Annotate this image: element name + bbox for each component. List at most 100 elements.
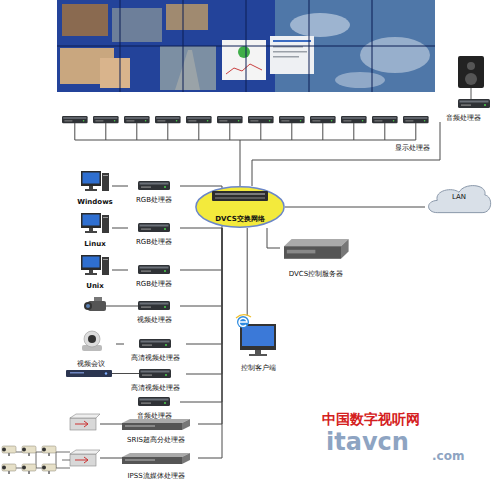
processor-icon	[138, 265, 170, 274]
video-wall	[166, 4, 208, 30]
connector-line	[198, 228, 222, 458]
video-processor: 视频处理器	[128, 300, 180, 324]
server-icon	[122, 419, 190, 430]
rgb-processor: RGB处理器	[128, 222, 180, 246]
video-wall	[60, 48, 114, 84]
video-wall	[57, 0, 435, 92]
video-wall	[360, 37, 430, 73]
display-bus-wire	[75, 140, 416, 152]
computer: Unix	[78, 254, 112, 290]
hd-video-processor: 高清视频处理器	[124, 338, 186, 362]
connector-line	[186, 228, 222, 344]
watermark-text: itavcn	[326, 430, 409, 454]
node-label: 显示处理器	[395, 144, 430, 152]
connector-line	[267, 228, 280, 248]
node-label: 视频处理器	[137, 316, 172, 324]
connector-line	[247, 228, 248, 316]
processor-icon	[138, 301, 170, 310]
video-wire	[112, 373, 139, 374]
processor-icon	[138, 397, 170, 406]
switch-icon	[212, 191, 268, 201]
connector-line	[112, 228, 128, 229]
speaker	[458, 56, 484, 99]
signal-wire	[100, 458, 122, 459]
device-icon	[458, 99, 490, 108]
node-label: SRIS超高分处理器	[127, 436, 185, 444]
processor-icon	[139, 369, 171, 378]
node-label: 高清视频处理器	[131, 384, 180, 392]
watermark-text: .com	[432, 450, 464, 462]
conference-camera-icon	[82, 331, 102, 351]
connector-line	[252, 122, 440, 186]
display-processor-icons	[93, 116, 119, 123]
computer-icon	[81, 255, 109, 275]
client-computer-icon	[236, 315, 251, 318]
video-wall	[273, 56, 299, 58]
video-wall	[222, 40, 266, 80]
router-icon	[70, 450, 100, 466]
node-label: Unix	[86, 282, 104, 290]
video-wall	[273, 51, 307, 53]
connector-line	[116, 344, 124, 345]
client-computer-icon	[239, 318, 247, 326]
router-icon	[70, 414, 100, 430]
display-processor-icons	[217, 116, 243, 123]
ip-camera-wires	[16, 452, 70, 468]
client-computer-icon	[255, 350, 261, 354]
video-wall	[290, 13, 350, 37]
display-processor-icons	[403, 116, 429, 123]
display-processor-row: 显示处理器	[58, 112, 430, 152]
connector-line	[186, 228, 222, 374]
computer-icon	[81, 213, 109, 233]
node-label: DVCS交换网络	[215, 215, 265, 223]
control-server: DVCS控制服务器	[280, 236, 352, 278]
video-wall	[160, 46, 216, 90]
processor-icon	[138, 223, 170, 232]
connector-line	[180, 228, 222, 229]
node-label: 视频会议	[77, 360, 105, 368]
computer: Linux	[78, 212, 112, 248]
ellipse-shape	[196, 187, 284, 227]
rgb-processor: RGB处理器	[128, 264, 180, 288]
display-processor-icons	[279, 116, 305, 123]
node-label: 控制客户端	[241, 364, 276, 372]
client-computer-icon	[236, 315, 276, 356]
video-wall	[57, 0, 435, 92]
video-wall	[273, 40, 311, 42]
ip-camera-wires	[16, 452, 70, 468]
camcorder-icon	[84, 297, 106, 311]
node-label: 音频处理器	[137, 412, 172, 420]
node-label: 高清视频处理器	[131, 354, 180, 362]
processor-icon	[139, 339, 171, 348]
ip-camera-icon	[42, 464, 56, 474]
lan-cloud: LAN	[425, 180, 493, 214]
switch-icon	[212, 191, 268, 201]
processor-icon	[138, 181, 171, 406]
node-label: LAN	[452, 193, 466, 201]
sris-processor: SRIS超高分处理器	[114, 418, 198, 444]
node-label: Windows	[77, 198, 113, 206]
speaker	[458, 56, 484, 88]
cloud-shape	[429, 186, 491, 213]
rgb-processor: RGB处理器	[128, 180, 180, 204]
display-processor-icons	[248, 116, 274, 123]
connector-line	[180, 228, 222, 270]
client-computer-icon	[242, 326, 274, 346]
display-processor-icons	[186, 116, 212, 123]
node-label: DVCS控制服务器	[289, 270, 343, 278]
server-icon	[122, 453, 190, 464]
computer-icon	[81, 171, 109, 275]
speaker	[465, 73, 477, 85]
video-wall	[273, 46, 303, 48]
node-label: RGB处理器	[136, 280, 172, 288]
display-processor-icons	[372, 116, 398, 123]
display-processor-icons	[310, 116, 336, 123]
display-bus-wire	[75, 123, 416, 140]
node-label: RGB处理器	[136, 196, 172, 204]
ip-camera-icon	[2, 446, 16, 456]
client-computer-icon	[240, 324, 276, 350]
conference-camera: 视频会议	[66, 330, 116, 368]
